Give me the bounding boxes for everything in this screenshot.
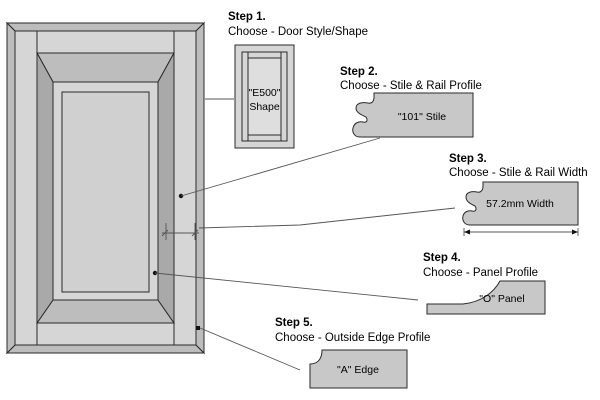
edge-profile-dot xyxy=(196,326,200,330)
step-2: Step 2. Choose - Stile & Rail Profile "1… xyxy=(180,66,482,197)
step-5-title: Step 5. xyxy=(275,317,313,329)
step-3: Step 3. Choose - Stile & Rail Width 57.2… xyxy=(198,153,588,236)
panel-profile-label: "O" Panel xyxy=(479,293,524,305)
step-2-subtitle: Choose - Stile & Rail Profile xyxy=(340,80,482,92)
top-rail xyxy=(36,30,175,54)
right-stile xyxy=(173,30,197,346)
width-profile-label: 57.2mm Width xyxy=(486,198,554,210)
shape-label-line1: "E500" xyxy=(249,87,281,99)
step-4-title: Step 4. xyxy=(423,252,461,264)
step-4-subtitle: Choose - Panel Profile xyxy=(423,267,538,279)
step-1-title: Step 1. xyxy=(228,11,266,23)
step-5-subtitle: Choose - Outside Edge Profile xyxy=(275,332,430,344)
width-dimension-line xyxy=(463,228,579,236)
step-1-subtitle: Choose - Door Style/Shape xyxy=(228,26,368,38)
stile-profile-label: "101" Stile xyxy=(398,111,446,123)
step-2-title: Step 2. xyxy=(340,66,378,78)
panel-bevel-bottom xyxy=(36,299,175,324)
stile-profile-shape xyxy=(352,92,474,138)
left-stile xyxy=(14,30,38,346)
edge-profile-label: "A" Edge xyxy=(337,364,379,376)
shape-label-line2: Shape xyxy=(249,101,280,113)
panel-bevel-right xyxy=(157,52,175,325)
width-marker xyxy=(161,223,199,240)
cabinet-door xyxy=(5,21,206,355)
panel-profile-shape xyxy=(426,280,546,315)
panel-bevel-top xyxy=(36,52,175,83)
step-3-subtitle: Choose - Stile & Rail Width xyxy=(449,167,588,179)
edge-profile-shape xyxy=(309,349,408,389)
panel-bevel-left xyxy=(36,52,54,325)
step-3-title: Step 3. xyxy=(449,153,487,165)
step-5: Step 5. Choose - Outside Edge Profile "A… xyxy=(199,317,430,389)
step-4: Step 4. Choose - Panel Profile "O" Panel xyxy=(154,252,546,315)
bottom-rail xyxy=(36,322,175,346)
shape-thumbnail xyxy=(234,44,295,149)
step-1: Step 1. Choose - Door Style/Shape "E500"… xyxy=(205,11,368,149)
width-profile-shape xyxy=(462,181,579,226)
